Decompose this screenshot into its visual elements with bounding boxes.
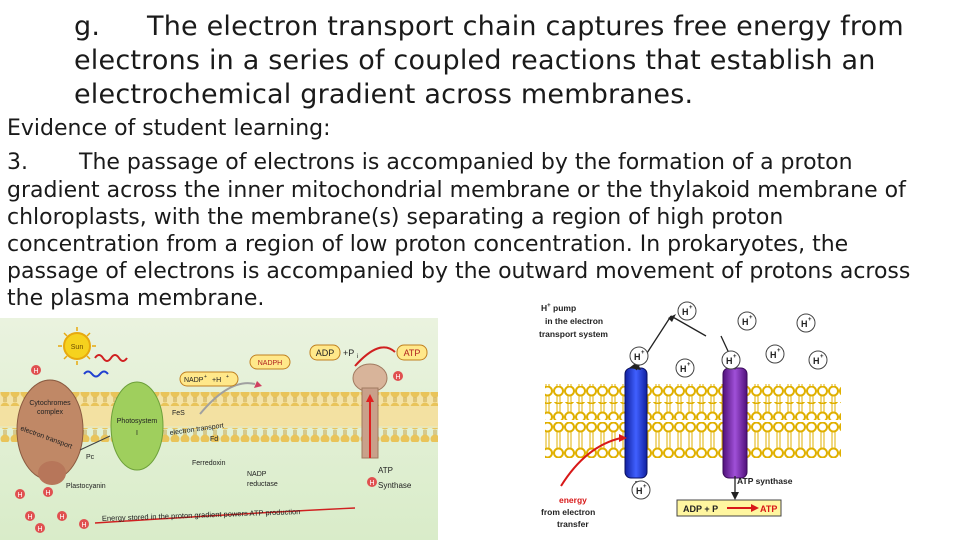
complex-label: complex [37,409,64,416]
energy-label-2: from electron [541,507,595,517]
evidence-marker: 3. [7,150,28,175]
proton-icon: H+ [675,358,695,378]
svg-text:H: H [742,317,749,327]
svg-text:H: H [682,307,689,317]
thylakoid-diagram: Sun Cytochromes complex electron transpo… [0,318,438,540]
adp-p-label: ADP + P [683,504,718,514]
atp-label: ATP [404,348,421,358]
svg-text:H: H [813,356,820,366]
svg-text:+: + [689,305,693,311]
proton-label: H [45,490,50,497]
proton-icon: H+ [808,350,828,370]
svg-text:H: H [726,356,733,366]
proton-pump [624,367,648,479]
svg-text:H: H [634,352,641,362]
evidence-line-5: passage of electrons is accompanied by t… [7,259,911,284]
proton-icon: H+ [677,301,697,321]
photosystem-number: I [136,430,138,437]
atp-synthase [722,367,748,479]
proton-label: H [37,526,42,533]
proton-icon: H+ [629,346,649,366]
proton-label: H [395,374,400,381]
atp-synthase-label: ATP synthase [737,476,793,486]
nadp-label: NADP [184,377,204,384]
proton-icon: H+ [796,313,816,333]
evidence-line-4: concentration from a region of low proto… [7,232,849,257]
proton-label: H [33,368,38,375]
evidence-title: Evidence of student learning: [7,116,331,141]
svg-text:H: H [801,319,808,329]
proton-icon: H+ [631,480,651,500]
proton-label: H [27,514,32,521]
heading-marker: g. [74,11,101,42]
svg-text:+: + [687,362,691,368]
svg-text:+: + [820,354,824,360]
proton-label: H [17,492,22,499]
evidence-line-6: the plasma membrane. [7,286,265,311]
evidence-line-1: The passage of electrons is accompanied … [79,150,853,175]
pump-label-1: H+ pump [541,303,576,313]
proton-label: H [81,522,86,529]
nadp-sup: + [204,374,207,380]
proton-label: H [59,514,64,521]
nadp-reductase-label-1: NADP [247,471,267,478]
fd-label: Fd [210,436,218,443]
plastocyanin-label: Plastocyanin [66,483,106,490]
cytochromes-label: Cytochromes [29,400,71,407]
evidence-line-3: chloroplasts, with the membrane(s) separ… [7,205,784,230]
proton-icon: H+ [765,344,785,364]
heading-line-2: electrons in a series of coupled reactio… [74,45,876,76]
nadp-h-sup: + [226,374,229,380]
ferredoxin-label: Ferredoxin [192,460,226,467]
svg-text:H: H [770,350,777,360]
pump-label-2: in the electron [545,316,603,326]
pi-sub: i [357,354,358,360]
sun-label: Sun [71,344,84,351]
proton-label: H [369,480,374,487]
heading-line-1: The electron transport chain captures fr… [147,11,904,42]
svg-text:H: H [636,486,643,496]
fes-label: FeS [172,410,185,417]
energy-label-3: transfer [557,519,589,529]
svg-text:+: + [733,354,737,360]
heading-line-3: electrochemical gradient across membrane… [74,79,694,110]
proton-icon: H+ [737,311,757,331]
adp-label: ADP [316,348,335,358]
photosystem-1 [110,381,164,471]
energy-label-1: energy [559,495,587,505]
pi-label: +P [343,348,354,358]
atp-synthase-label-1: ATP [378,466,393,475]
pump-label-3: transport system [539,329,608,339]
svg-text:+: + [641,350,645,356]
sun-icon [63,332,91,360]
atp-product-label: ATP [760,504,777,514]
nadph-label: NADPH [258,360,283,367]
svg-text:+: + [749,315,753,321]
proton-icon: H+ [721,350,741,370]
evidence-line-2: gradient across the inner mitochondrial … [7,178,906,203]
svg-text:+: + [777,348,781,354]
nadp-h: +H [212,377,221,384]
nadp-reductase-label-2: reductase [247,481,278,488]
photosystem-label: Photosystem [117,418,158,425]
svg-text:+: + [808,317,812,323]
pc-label: Pc [86,454,95,461]
svg-text:+: + [643,484,647,490]
svg-text:H: H [680,364,687,374]
atp-synthase-label-2: Synthase [378,481,412,490]
proton-pump-diagram: H+ pump in the electron transport system… [531,296,849,540]
